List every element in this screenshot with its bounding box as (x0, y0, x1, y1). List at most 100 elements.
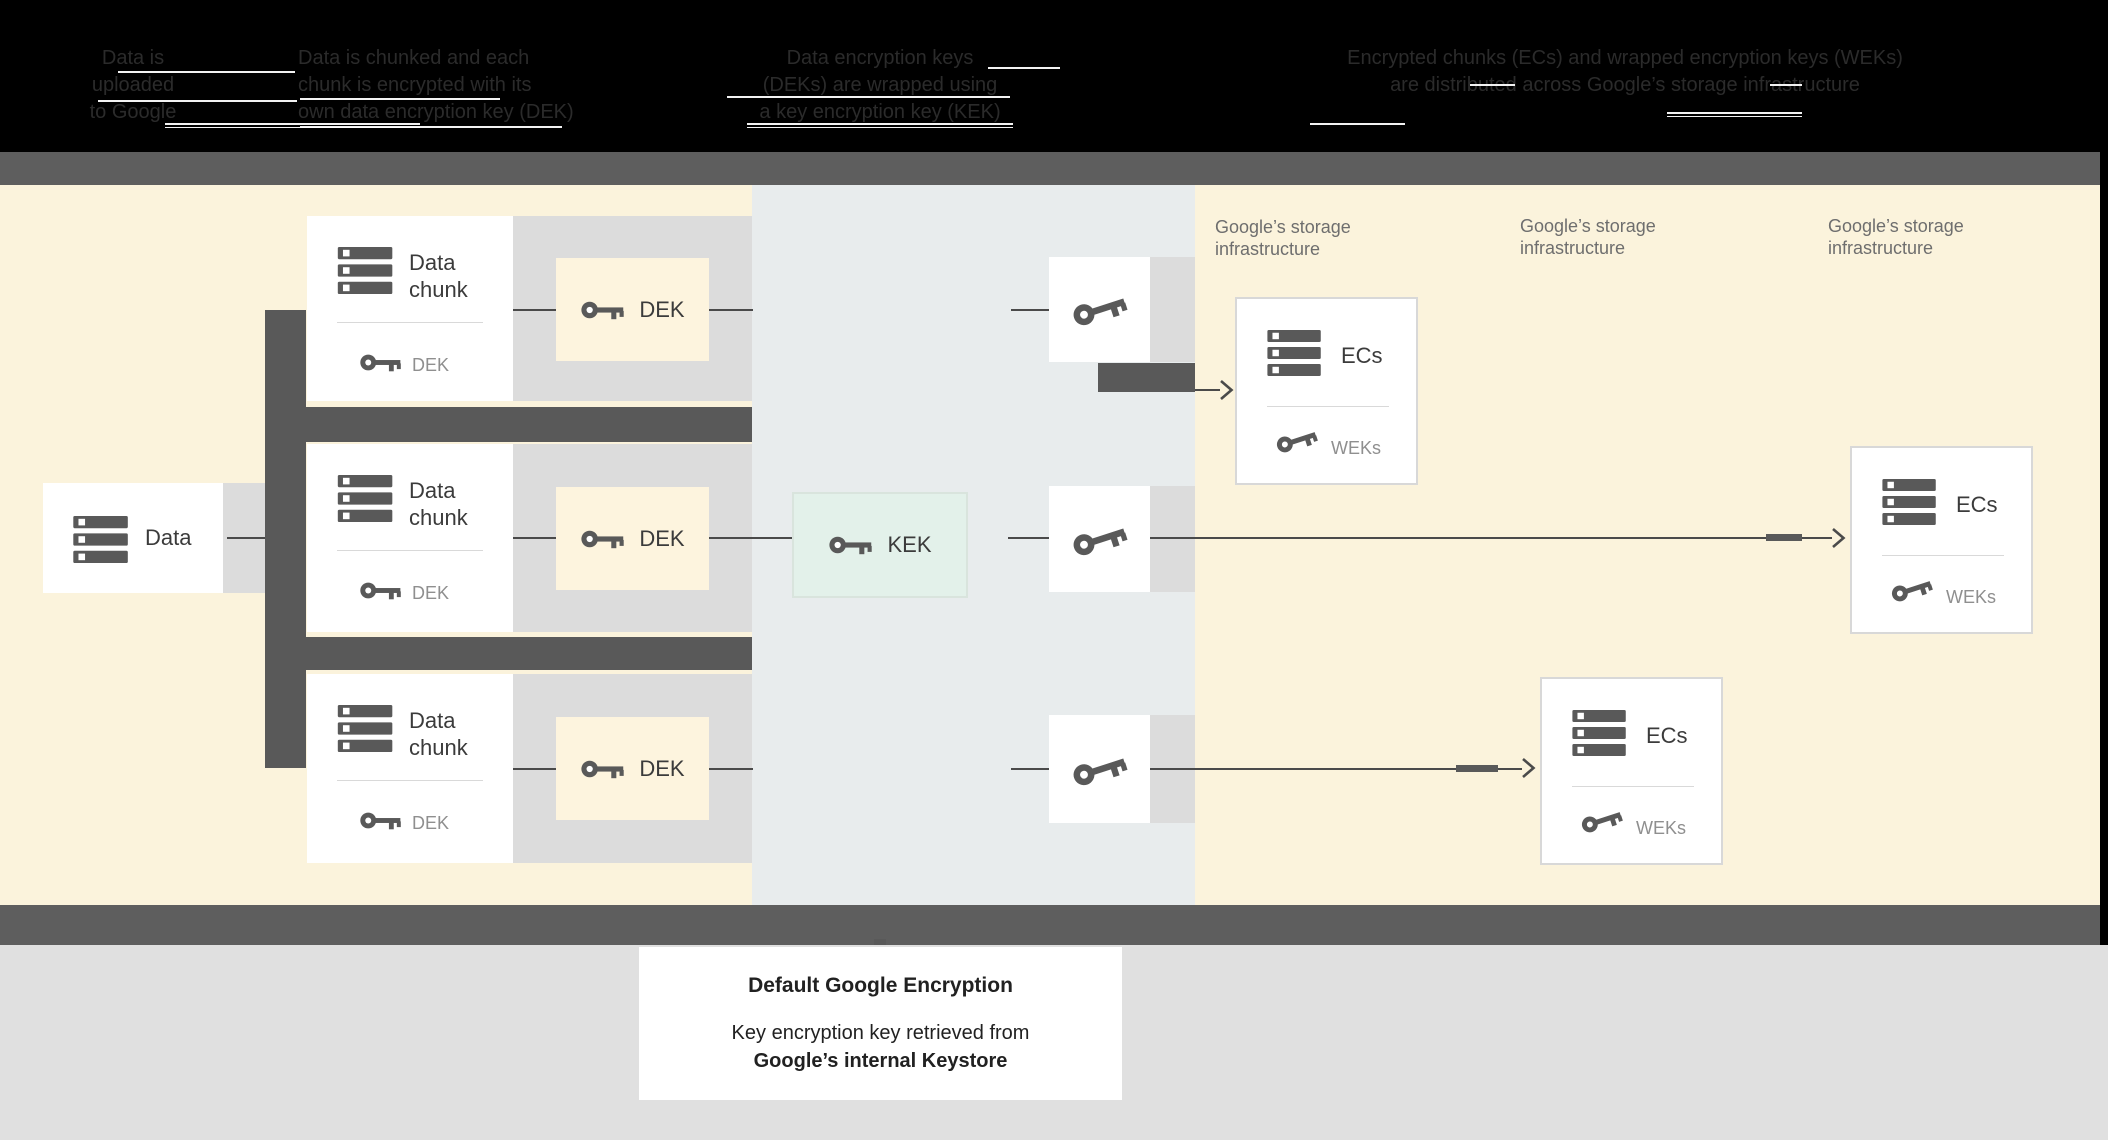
underline-streak (118, 71, 295, 73)
chunk-title-line: Data (409, 250, 456, 275)
server-icon (337, 705, 395, 752)
chunk-title: Data chunk (409, 707, 468, 761)
card-divider (1572, 786, 1694, 787)
underline-streak (747, 123, 1013, 125)
card-divider (337, 550, 483, 551)
arrow-line-to-ecs2 (1150, 768, 1522, 770)
dek-box-2: DEK (556, 487, 709, 590)
server-icon (1882, 479, 1938, 525)
header-step-1: Data is uploaded to Google (48, 45, 218, 126)
caption-box: Default Google Encryption Key encryption… (639, 947, 1122, 1100)
storage-label-line: infrastructure (1520, 238, 1626, 258)
wrap-connector-block (1098, 363, 1195, 392)
dek-box-1: DEK (556, 258, 709, 361)
key-icon (580, 756, 626, 782)
storage-label-line: infrastructure (1215, 239, 1321, 259)
chunk-dek-label: DEK (412, 583, 450, 603)
caption-body-line: Google’s internal Keystore (753, 1050, 1008, 1072)
data-chunk-card-1: Data chunk DEK (307, 216, 513, 401)
chunk-dek-label: DEK (412, 355, 450, 375)
dek-box-3: DEK (556, 717, 709, 820)
header-step-2-line: Data is chunked and each (298, 47, 530, 69)
key-icon (580, 526, 626, 552)
underline-streak (300, 126, 562, 128)
caption-body-line: Key encryption key retrieved from (731, 1022, 1030, 1044)
storage-label-line: Google’s storage (1828, 216, 1964, 236)
header-step-4-line: are distributed across Google’s storage … (1390, 74, 1860, 96)
fanout-bar-2 (265, 637, 752, 670)
key-icon (359, 350, 403, 375)
keybox1-band (1150, 257, 1195, 362)
data-box-label: Data (145, 525, 192, 550)
chunk-title-line: Data (409, 708, 456, 733)
underline-streak (165, 127, 420, 128)
divider-bar-bottom (0, 905, 2108, 945)
encryption-diagram: Data Data chunk DEK Data chunk DEK (0, 185, 2108, 905)
server-icon (337, 247, 395, 294)
key-icon (828, 532, 874, 558)
connector-line (513, 309, 556, 311)
weks-label: WEKs (1636, 818, 1687, 838)
key-icon (1887, 571, 1937, 608)
header-step-3-line: a key encryption key (KEK) (759, 101, 1001, 123)
underline-streak (98, 100, 297, 102)
dek-label: DEK (639, 755, 685, 781)
header: Data is uploaded to Google Data is chunk… (0, 0, 2108, 152)
underline-streak (988, 67, 1060, 69)
header-step-3-line: Data encryption keys (786, 47, 974, 69)
arrowhead-icon (1830, 526, 1846, 550)
chunk-title-line: chunk (409, 277, 468, 302)
underline-streak (300, 98, 500, 100)
storage-label-line: Google’s storage (1215, 217, 1351, 237)
arrow-line-to-ecs1 (1195, 389, 1220, 391)
server-icon (73, 516, 130, 563)
key-icon (359, 808, 403, 833)
ecs-label: ECs (1341, 343, 1383, 368)
header-step-3: Data encryption keys (DEKs) are wrapped … (735, 45, 1025, 126)
connector-line (1011, 309, 1049, 311)
key-icon (1067, 744, 1132, 793)
header-step-1-line: to Google (89, 101, 177, 123)
card-divider (1267, 406, 1389, 407)
server-icon (1572, 710, 1628, 756)
dek-label: DEK (639, 296, 685, 322)
key-icon (1272, 422, 1322, 459)
arrowhead-icon (1520, 756, 1536, 780)
underline-streak (165, 123, 420, 125)
ecs-box-2: ECs WEKs (1540, 677, 1723, 865)
header-step-3-line: (DEKs) are wrapped using (762, 74, 998, 96)
chunk-title-line: Data (409, 478, 456, 503)
caption-notch (874, 939, 886, 947)
server-icon (337, 475, 395, 522)
storage-label-3: Google’s storage infrastructure (1828, 215, 2068, 259)
connector-line (709, 309, 753, 311)
ecs-box-1: ECs WEKs (1235, 297, 1418, 485)
arrow-thick-segment (1766, 534, 1802, 541)
weks-label: WEKs (1331, 438, 1382, 458)
connector-line (227, 537, 265, 539)
key-icon (1067, 285, 1132, 334)
card-divider (1882, 555, 2004, 556)
data-chunk-card-2: Data chunk DEK (307, 444, 513, 632)
connector-line (1008, 537, 1049, 539)
storage-label-line: Google’s storage (1520, 216, 1656, 236)
connector-line (709, 768, 753, 770)
key-icon (1577, 802, 1627, 839)
header-step-2: Data is chunked and each chunk is encryp… (298, 45, 608, 126)
arrow-thick-segment (1456, 765, 1498, 772)
chunk-title: Data chunk (409, 477, 468, 531)
header-step-2-line: chunk is encrypted with its (298, 74, 532, 96)
wrap-key-box-1 (1049, 257, 1150, 362)
ecs-label: ECs (1956, 492, 1998, 517)
underline-streak (1667, 116, 1802, 117)
header-step-1-line: uploaded (91, 74, 175, 96)
fanout-bar-1 (265, 407, 752, 442)
header-step-2-line: own data encryption key (DEK) (298, 101, 574, 123)
ecs-label: ECs (1646, 723, 1688, 748)
card-divider (337, 322, 483, 323)
dek-label: DEK (639, 525, 685, 551)
data-box: Data (43, 483, 223, 593)
storage-label-2: Google’s storage infrastructure (1520, 215, 1760, 259)
chunk-title-line: chunk (409, 505, 468, 530)
arrow-line-to-ecs3 (1150, 537, 1832, 539)
